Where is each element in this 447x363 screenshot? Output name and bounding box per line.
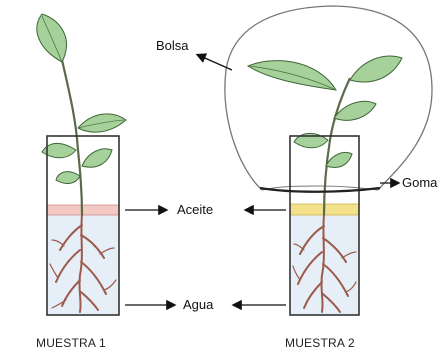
sample-1-water [47, 215, 119, 315]
sample-1-stem [62, 60, 82, 215]
sample-2-stem [324, 78, 350, 215]
sample-2-lower-leaf [326, 153, 352, 168]
sample-2-top-leaf [248, 61, 336, 90]
sample-1-lower-right-leaf [82, 149, 112, 167]
bag-label: Bolsa [156, 38, 189, 53]
sample-2-caption: MUESTRA 2 [285, 336, 355, 350]
rubber-band-label: Goma [402, 175, 437, 190]
oil-label: Aceite [177, 202, 213, 217]
sample-2 [225, 6, 432, 315]
sample-1-caption: MUESTRA 1 [36, 336, 106, 350]
sample-2-right-leaf [350, 56, 402, 82]
sample-1-small-leaf [56, 172, 80, 184]
sample-1 [37, 14, 126, 315]
water-label: Agua [183, 297, 213, 312]
